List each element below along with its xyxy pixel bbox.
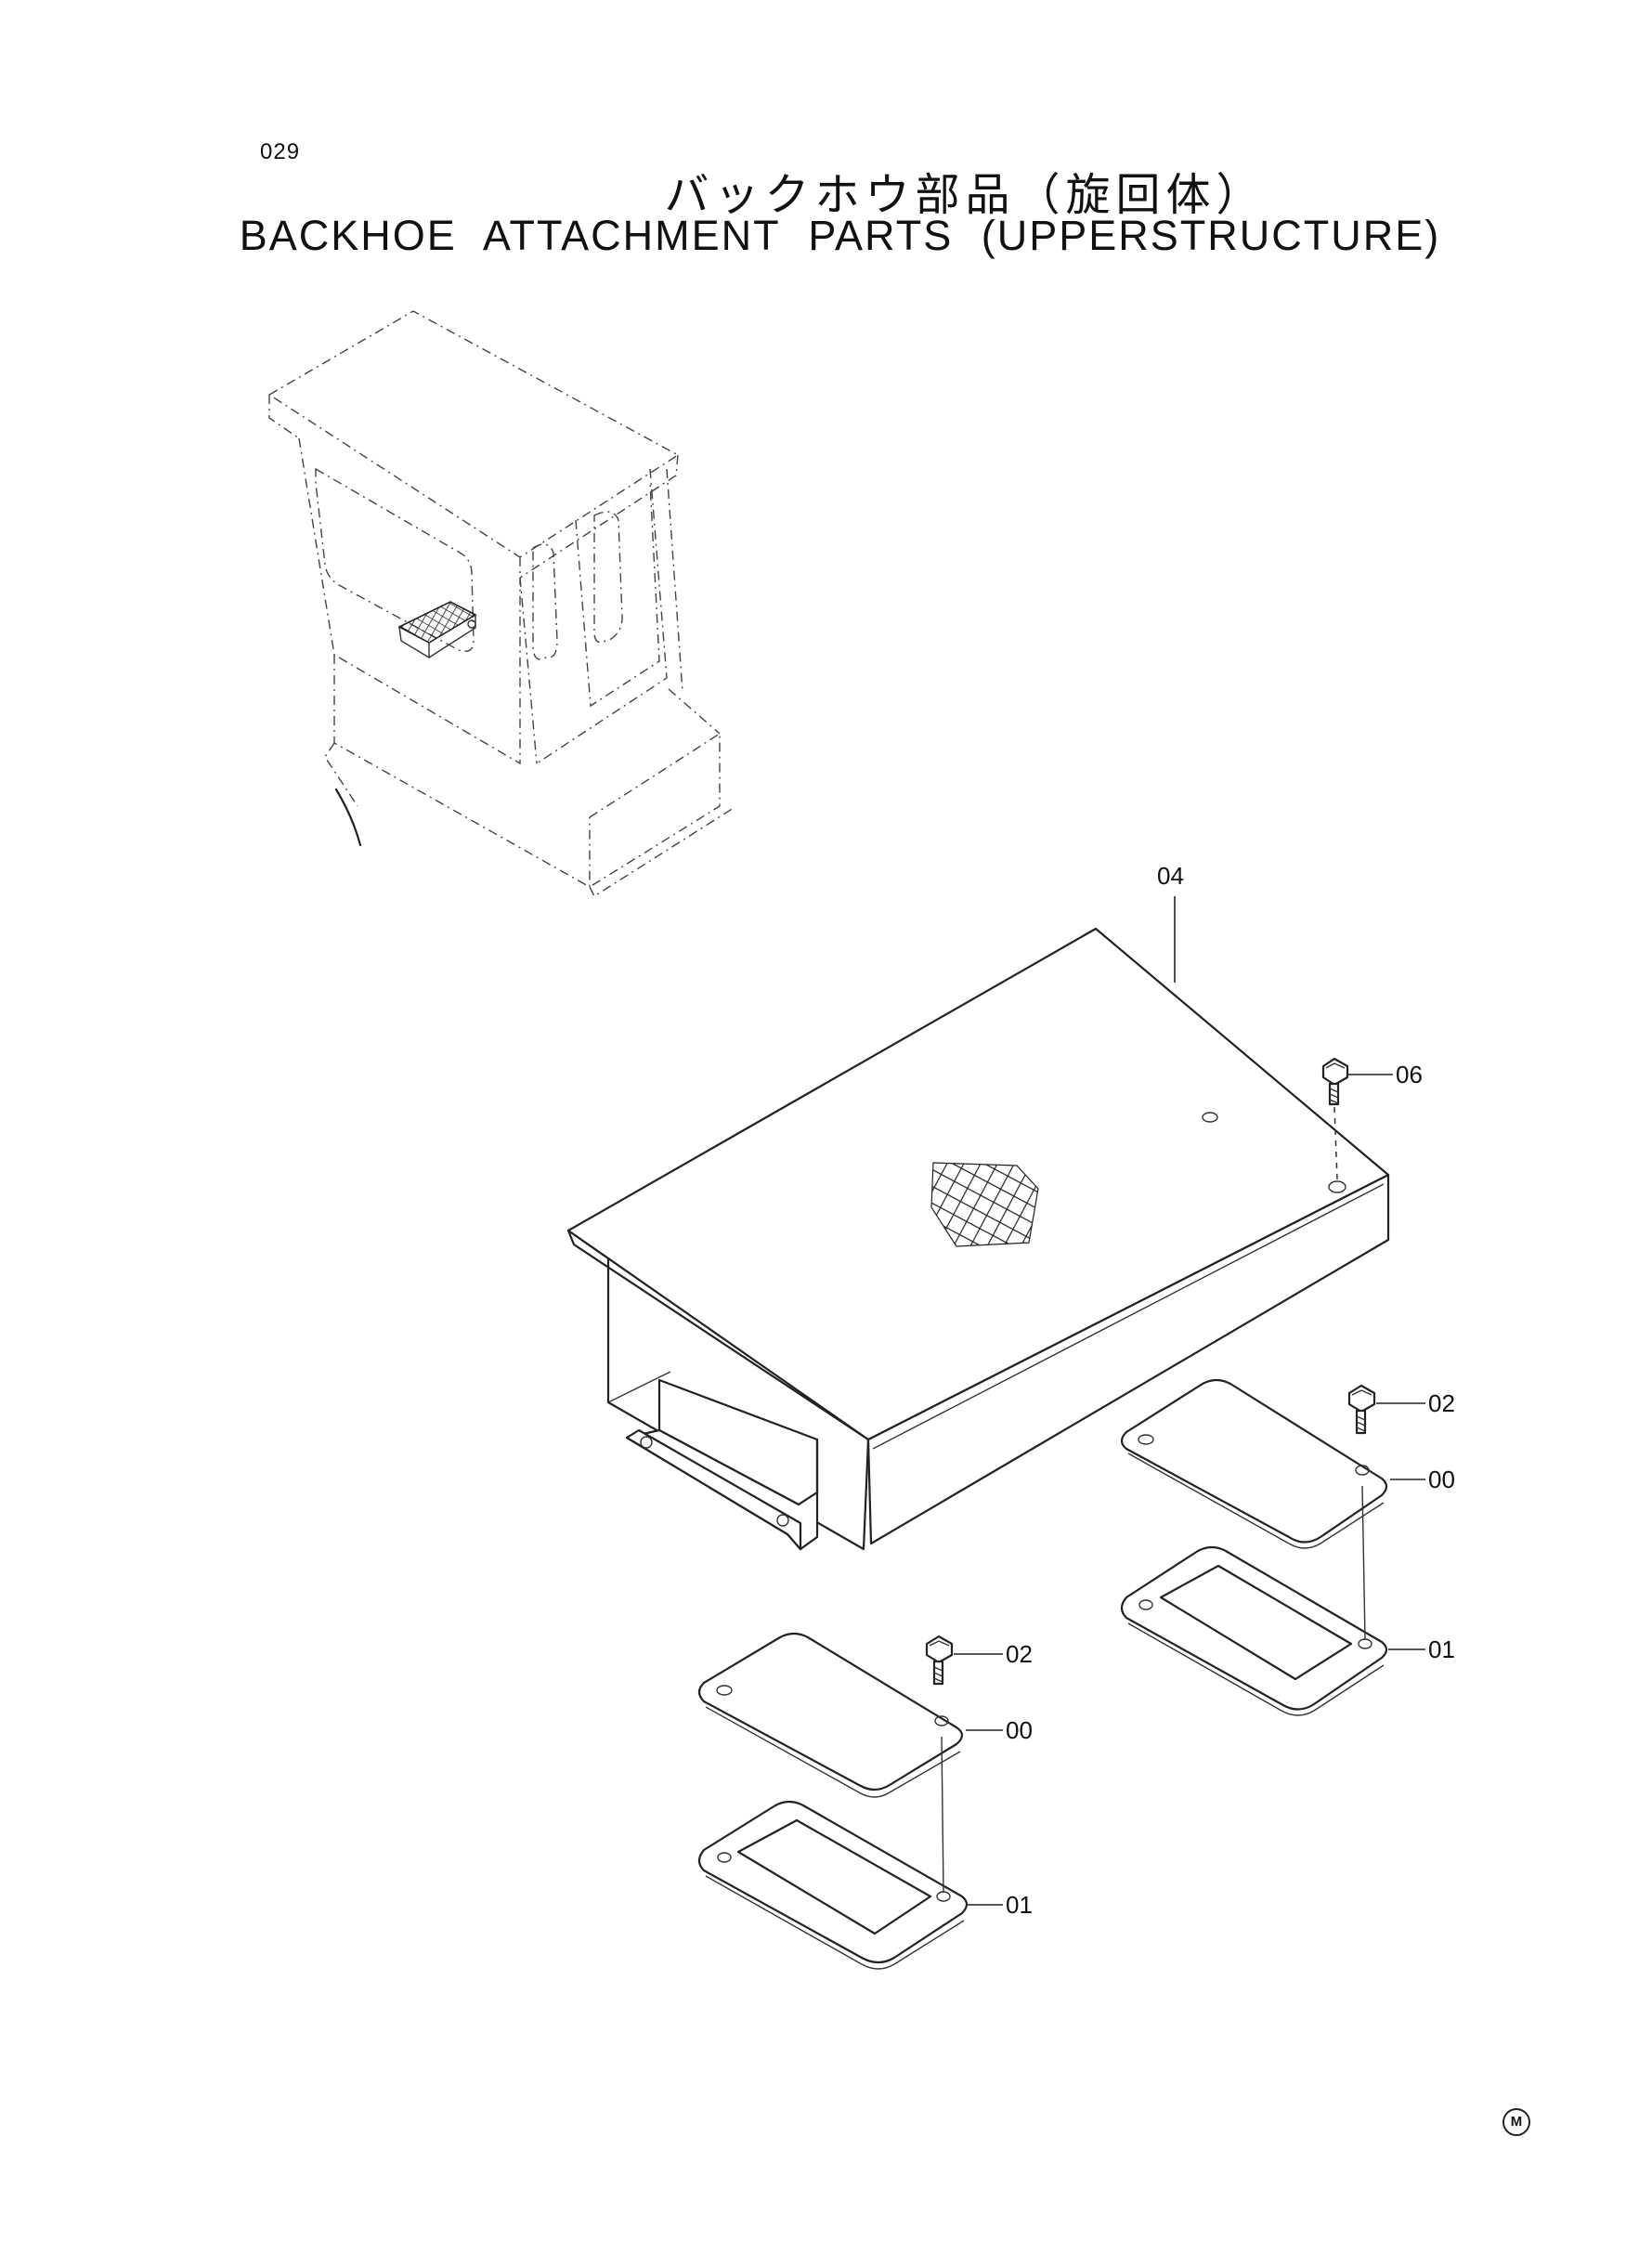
callout-01-left: 01 — [1006, 1891, 1033, 1919]
page-title-english: BACKHOE ATTACHMENT PARTS (UPPERSTRUCTURE… — [239, 212, 1441, 259]
plate-assembly-left — [697, 1632, 1003, 1970]
machine-reference-view — [267, 310, 735, 898]
callout-06: 06 — [1396, 1061, 1423, 1088]
plate-assembly-right — [1120, 1378, 1425, 1716]
callout-01-right: 01 — [1428, 1635, 1455, 1663]
page-number: 029 — [260, 139, 301, 164]
page-title-japanese: バックホウ部品（旋回体） — [664, 169, 1267, 221]
callout-04: 04 — [1157, 862, 1184, 890]
bolt-06 — [1321, 1057, 1393, 1180]
callout-02-right: 02 — [1428, 1389, 1455, 1417]
callout-00-left: 00 — [1006, 1716, 1033, 1744]
callout-00-right: 00 — [1428, 1466, 1455, 1493]
callout-02-left: 02 — [1006, 1640, 1033, 1668]
cover-part-04 — [566, 927, 1390, 1551]
circled-m-mark: M — [1502, 2108, 1530, 2136]
